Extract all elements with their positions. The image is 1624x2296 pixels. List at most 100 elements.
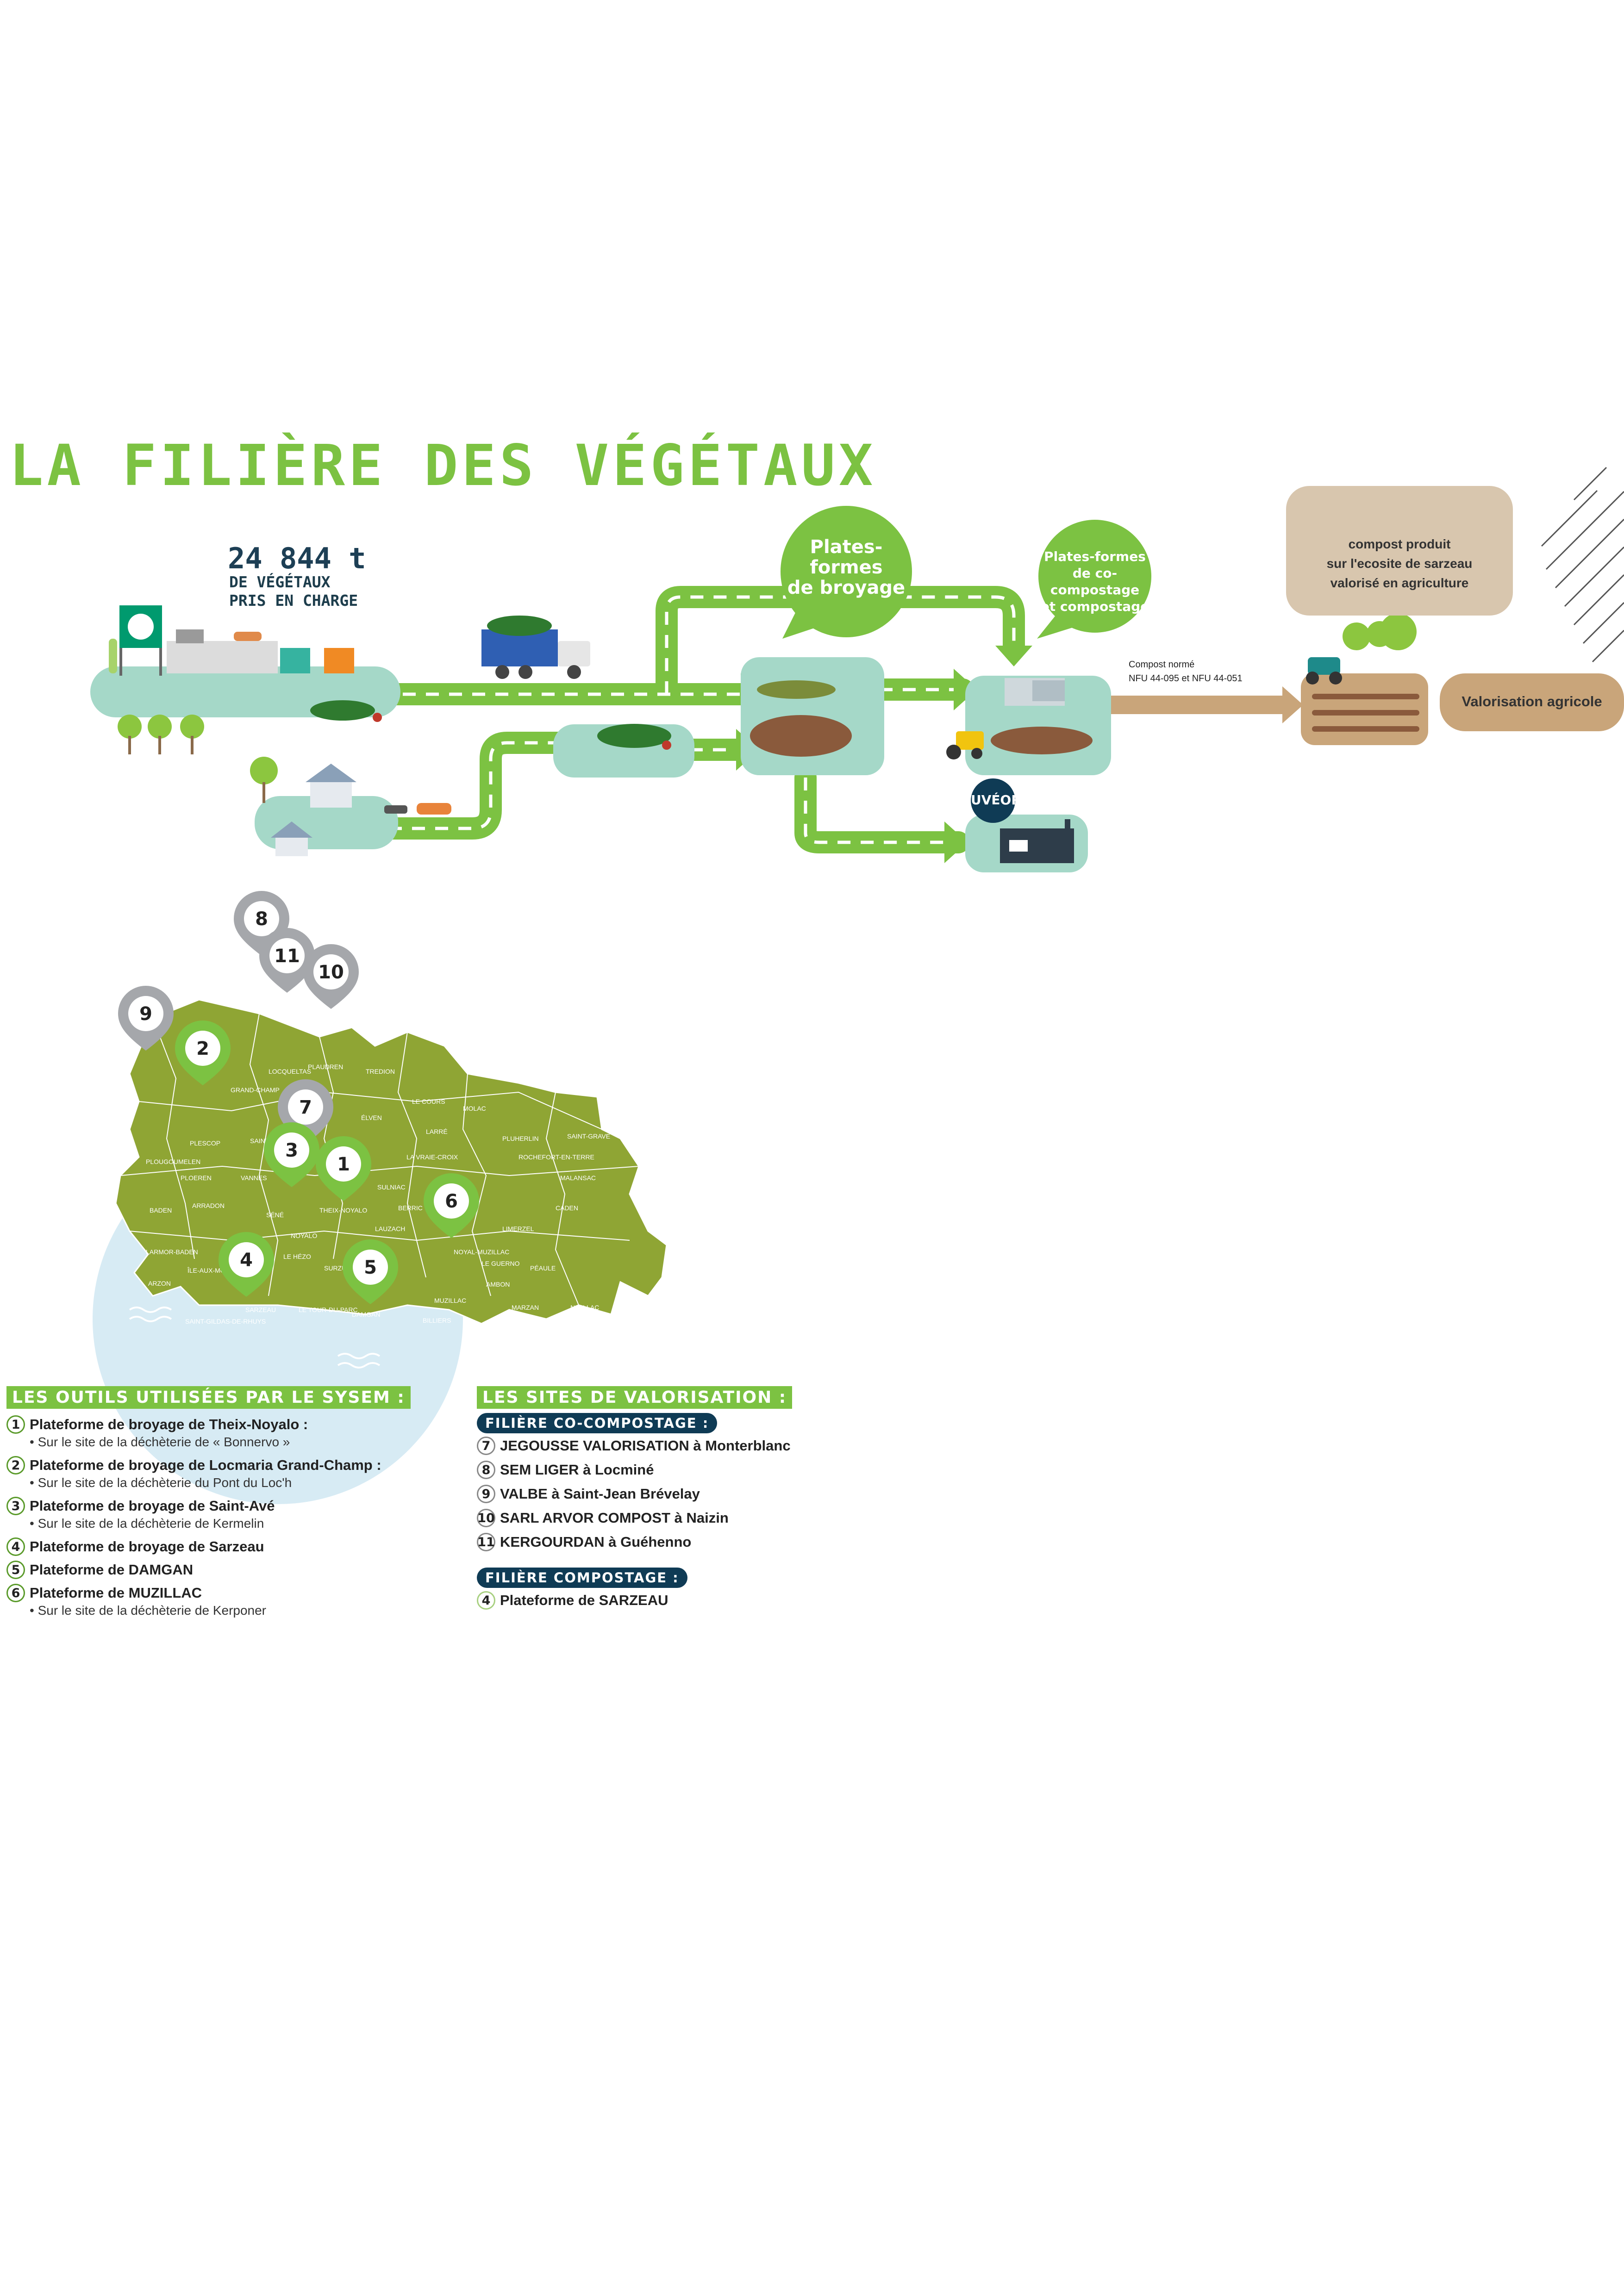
- commune-label: PLOUGOUMELEN: [146, 1158, 200, 1165]
- commune-label: BILLIERS: [423, 1317, 451, 1324]
- legend-marker: 7: [477, 1437, 495, 1455]
- legend-sites-heading: LES SITES DE VALORISATION :: [477, 1386, 793, 1409]
- commune-label: PÉAULE: [530, 1264, 556, 1272]
- commune-label: ARZAL: [476, 1322, 497, 1330]
- tractor-icon: [956, 731, 984, 750]
- svg-text:1: 1: [337, 1154, 350, 1175]
- hatch-decoration: [1541, 467, 1624, 663]
- grey-pins: 8 11 10 9 7: [118, 891, 359, 1144]
- legend-item: 7 JEGOUSSE VALORISATION à Monterblanc: [477, 1437, 792, 1455]
- commune-label: LE TOUR-DU-PARC: [299, 1306, 358, 1313]
- green-waste-pile-icon: [310, 700, 671, 750]
- legend-marker: 6: [6, 1584, 25, 1602]
- commune-label: DAMGAN: [352, 1311, 380, 1318]
- commune-label: NIVILLAC: [570, 1304, 599, 1311]
- legend-sites: LES SITES DE VALORISATION : FILIÈRE CO-C…: [477, 1386, 793, 1610]
- legend-item: 10 SARL ARVOR COMPOST à Naizin: [477, 1509, 792, 1527]
- car-icon: [384, 805, 407, 814]
- legend-marker: 11: [477, 1533, 495, 1551]
- legend-item-title: Plateforme de broyage de Theix-Noyalo :: [30, 1416, 308, 1432]
- legend-item: 11 KERGOURDAN à Guéhenno: [477, 1533, 792, 1551]
- green-roads: [369, 586, 1025, 853]
- map-pin-4: 4: [219, 1232, 274, 1297]
- legend-marker: 1: [6, 1415, 25, 1434]
- cocompost-plant-icon: [946, 678, 1065, 759]
- bubble-broyage: [781, 506, 912, 637]
- truck-icon: [481, 616, 590, 679]
- legend-item-title: Plateforme de broyage de Saint-Avé: [30, 1498, 275, 1514]
- commune-label: LE HÉZO: [283, 1253, 311, 1260]
- legend-item-sub: • Sur le site de la déchèterie du Pont d…: [30, 1475, 292, 1490]
- legend-marker: 5: [6, 1561, 25, 1579]
- commune-borders: [120, 1013, 639, 1306]
- uveor-label: UVÉOR: [971, 792, 1021, 808]
- legend-item-title: Plateforme de DAMGAN: [30, 1562, 194, 1578]
- legend-item: 1 Plateforme de broyage de Theix-Noyalo …: [6, 1415, 411, 1450]
- page-title: LA FILIÈRE DES VÉGÉTAUX: [9, 433, 877, 498]
- bubble-cocompost: [1038, 520, 1151, 633]
- commune-label: AMBON: [486, 1281, 510, 1288]
- commune-label: CADEN: [556, 1204, 578, 1212]
- commune-label: SAINT-GILDAS-DE-RHUYS: [185, 1318, 266, 1325]
- field-island: [1301, 673, 1428, 745]
- commune-label: LA VRAIE-CROIX: [406, 1153, 458, 1161]
- commune-label: THEIX-NOYALO: [319, 1207, 367, 1214]
- commune-label: PLUHERLIN: [502, 1135, 539, 1142]
- stat-value: 24 844 t: [228, 541, 366, 575]
- legend-item-title: KERGOURDAN à Guéhenno: [500, 1534, 692, 1550]
- stat-label-line2: PRIS EN CHARGE: [229, 591, 358, 610]
- wave-decoration: [129, 1307, 381, 1369]
- svg-text:7: 7: [299, 1097, 312, 1118]
- commune-label: MARZAN: [512, 1304, 539, 1311]
- commune-label: TREDION: [366, 1068, 395, 1075]
- legend-item: 4 Plateforme de SARZEAU: [477, 1591, 792, 1610]
- map-pin-5: 5: [343, 1239, 398, 1304]
- legend-item: 6 Plateforme de MUZILLAC • Sur le site d…: [6, 1584, 411, 1619]
- commune-label: LARRÉ: [426, 1128, 448, 1135]
- map-pin-2: 2: [175, 1020, 231, 1085]
- compost-norm-line1: Compost normé: [1129, 660, 1195, 670]
- valorisation-box: [1440, 673, 1624, 731]
- svg-text:5: 5: [364, 1257, 377, 1278]
- map-pin-11: 11: [259, 928, 315, 993]
- legend-marker: 3: [6, 1497, 25, 1515]
- container-icon: [280, 648, 310, 673]
- legend-item-title: Plateforme de SARZEAU: [500, 1592, 668, 1608]
- car-icon: [417, 803, 451, 815]
- commune-label: ROCHEFORT-EN-TERRE: [518, 1153, 594, 1161]
- legend-item-sub: • Sur le site de la déchèterie de « Bonn…: [30, 1435, 290, 1449]
- farm-trees: [1343, 613, 1417, 650]
- commune-label: LE GUERNO: [481, 1260, 520, 1267]
- ecosite-box: [1286, 486, 1513, 616]
- commune-label: ÉLVEN: [361, 1114, 382, 1121]
- commune-label: BERRIC: [398, 1204, 423, 1212]
- commune-label: MALANSAC: [560, 1174, 596, 1182]
- map-pin-3: 3: [264, 1122, 319, 1187]
- ecosite-box-text: compost produit sur l'ecosite de sarzeau…: [1326, 537, 1473, 590]
- legend-item-title: SEM LIGER à Locminé: [500, 1462, 654, 1478]
- svg-text:4: 4: [240, 1250, 253, 1271]
- commune-label: NOYALO: [291, 1232, 317, 1239]
- commune-label: GRAND-CHAMP: [231, 1086, 280, 1094]
- compost-piles-icon: [750, 680, 1093, 757]
- legend-item: 2 Plateforme de broyage de Locmaria Gran…: [6, 1456, 411, 1491]
- flow-diagram: [90, 467, 1624, 872]
- legend-item: 8 SEM LIGER à Locminé: [477, 1461, 792, 1479]
- svg-text:9: 9: [139, 1003, 152, 1025]
- commune-label: LARMOR-BADEN: [146, 1248, 198, 1256]
- svg-text:10: 10: [318, 962, 344, 983]
- map-pin-9: 9: [118, 986, 174, 1051]
- legend-item: 3 Plateforme de broyage de Saint-Avé • S…: [6, 1497, 411, 1532]
- commune-label: LA ROCHE-BERNARD: [534, 1321, 600, 1329]
- commune-label: LAUZACH: [375, 1225, 405, 1232]
- compost-norm-line2: NFU 44-095 et NFU 44-051: [1129, 673, 1243, 684]
- commune-label: ARZON: [148, 1280, 171, 1287]
- commune-label: SARZEAU: [245, 1306, 276, 1313]
- road-dashes: [380, 595, 1016, 844]
- commune-label: BADEN: [150, 1207, 172, 1214]
- commune-labels: PLAUDREN TREDION LOCQUELTAS LE COURS MOL…: [146, 1063, 672, 1330]
- stat-label-line1: DE VÉGÉTAUX: [229, 573, 331, 591]
- legend-item: 4 Plateforme de broyage de Sarzeau: [6, 1537, 411, 1556]
- commune-label: MUZILLAC: [434, 1297, 466, 1304]
- commune-label: ARRADON: [192, 1202, 225, 1209]
